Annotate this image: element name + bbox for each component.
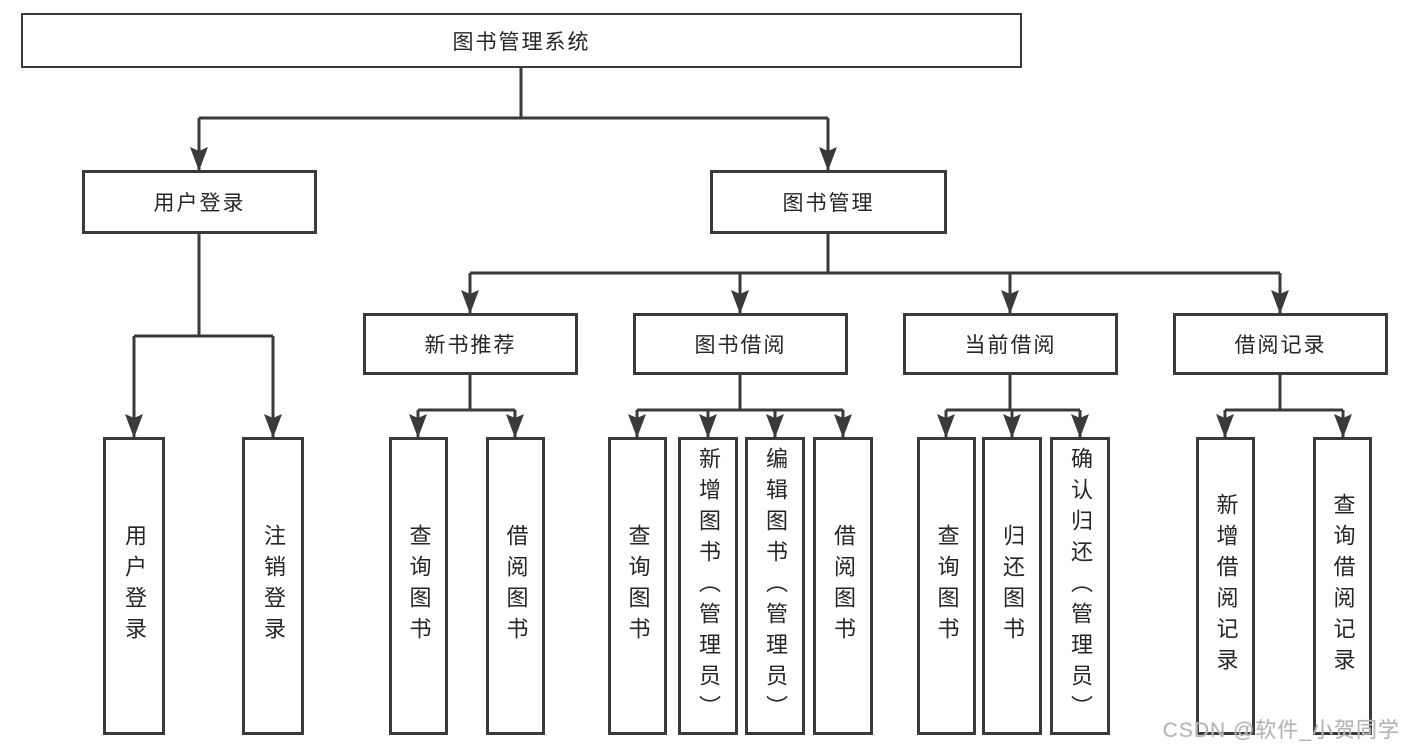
leaf-confirm-return-admin: 确认归还（管理员） [1050, 437, 1110, 735]
node-root-library-system: 图书管理系统 [21, 13, 1022, 68]
node-book-management: 图书管理 [710, 170, 947, 234]
watermark-text: CSDN @软件_小贺同学 [1162, 719, 1400, 742]
leaf-add-borrow-record: 新增借阅记录 [1196, 437, 1255, 735]
node-current-borrow: 当前借阅 [903, 313, 1118, 375]
leaf-user-login: 用户登录 [103, 437, 165, 735]
leaf-query-books-1: 查询图书 [389, 437, 448, 735]
node-new-book-recommend: 新书推荐 [363, 313, 578, 375]
node-borrow-records: 借阅记录 [1173, 313, 1388, 375]
node-user-login: 用户登录 [82, 170, 317, 234]
connector-trunks [134, 68, 1343, 412]
leaf-return-books: 归还图书 [982, 437, 1042, 735]
leaf-query-borrow-record: 查询借阅记录 [1313, 437, 1372, 735]
node-book-borrow: 图书借阅 [633, 313, 848, 375]
leaf-borrow-books-1: 借阅图书 [486, 437, 545, 735]
leaf-logout: 注销登录 [242, 437, 304, 735]
leaf-edit-books-admin: 编辑图书（管理员） [745, 437, 805, 735]
leaf-query-books-2: 查询图书 [608, 437, 667, 735]
leaf-borrow-books-2: 借阅图书 [813, 437, 873, 735]
leaf-query-books-3: 查询图书 [917, 437, 976, 735]
leaf-add-books-admin: 新增图书（管理员） [678, 437, 738, 735]
